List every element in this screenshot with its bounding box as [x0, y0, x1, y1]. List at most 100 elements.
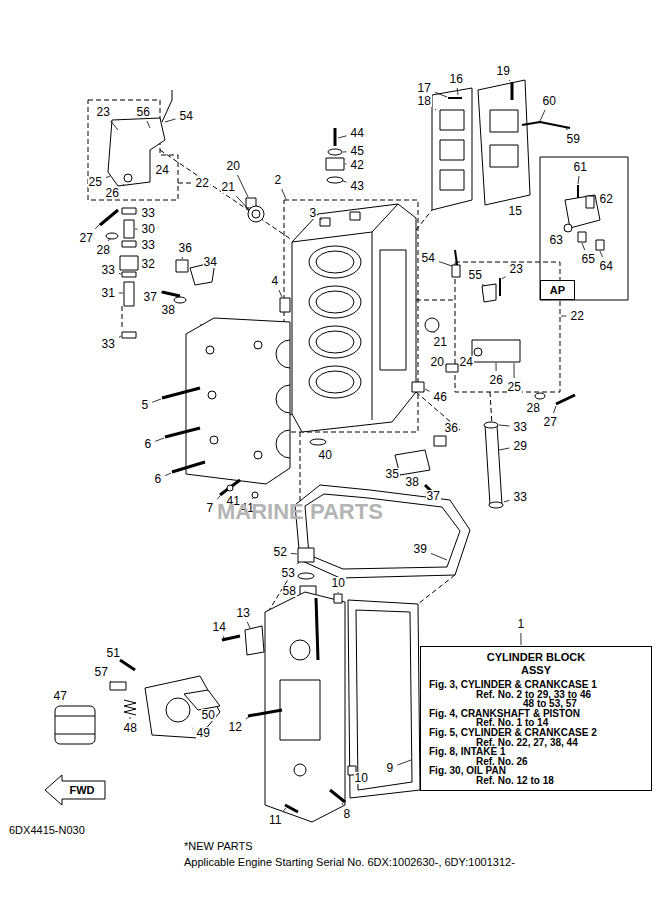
callout-number: 40 — [318, 449, 333, 461]
callout-number: 49 — [196, 727, 211, 739]
leader-line — [582, 243, 585, 250]
callout-number: 25 — [88, 176, 103, 188]
leader-line — [223, 636, 225, 638]
table-row: Fig. 30, OIL PAN — [421, 766, 647, 776]
leader-line — [236, 196, 249, 210]
callout-number: 44 — [350, 127, 365, 139]
leader-line — [161, 292, 162, 294]
table-row: 48 to 53, 57 — [421, 699, 647, 709]
leader-line — [578, 176, 579, 184]
leader-line — [540, 110, 545, 121]
leader-line — [123, 184, 124, 186]
leader-line — [192, 728, 194, 729]
leader-line — [600, 251, 603, 257]
callout-number: 33 — [101, 338, 116, 350]
leader-line — [431, 553, 447, 560]
note-text: 6DX4415-N030 — [8, 825, 86, 836]
table-row: Ref. No. 22, 27, 38, 44 — [421, 738, 647, 748]
callout-number: 21 — [221, 181, 236, 193]
table-row: Ref. No. 2 to 29, 33 to 46 — [421, 690, 647, 700]
callout-number: 60 — [542, 95, 557, 107]
table-row: Fig. 5, CYLINDER & CRANKCASE 2 — [421, 728, 647, 738]
leader-line — [135, 229, 138, 230]
callout-number: 10 — [354, 772, 369, 784]
callout-number: 50 — [201, 709, 216, 721]
callout-number: 19 — [496, 65, 511, 77]
leader-line — [137, 244, 139, 245]
callout-number: 36 — [178, 242, 193, 254]
callout-number: 14 — [212, 621, 227, 633]
callout-number: 6 — [144, 438, 153, 450]
callout-number: 52 — [273, 546, 288, 558]
leader-line — [110, 681, 111, 682]
leader-line — [499, 425, 510, 426]
callout-number: 11 — [268, 814, 282, 826]
leader-line — [343, 151, 347, 152]
table-heading: ASSY — [421, 664, 647, 677]
callout-number: 61 — [573, 161, 588, 173]
leader-line — [439, 262, 452, 266]
callout-number: 38 — [405, 476, 420, 488]
callout-number: 35 — [385, 468, 400, 480]
leader-line — [338, 136, 347, 138]
note-text: *NEW PARTS — [183, 841, 254, 852]
callout-number: 21 — [433, 336, 448, 348]
leader-line — [106, 176, 110, 178]
leader-line — [130, 717, 131, 719]
callout-number: 7 — [206, 502, 215, 514]
callout-number: 48 — [123, 722, 138, 734]
leader-line — [147, 121, 150, 128]
callout-number: 38 — [161, 304, 176, 316]
table-row: Fig. 3, CYLINDER & CRANKCASE 1 — [421, 680, 647, 690]
table-row: Ref. No. 12 to 18 — [421, 776, 647, 786]
callout-number: 33 — [513, 491, 528, 503]
callout-number: 17 — [417, 82, 432, 94]
note-text: FWD — [69, 785, 96, 796]
callout-number: 55 — [468, 269, 483, 281]
leader-line — [435, 109, 436, 111]
leader-line — [345, 164, 347, 165]
leader-line — [238, 175, 249, 197]
callout-number: 33 — [513, 421, 528, 433]
leader-line — [338, 592, 339, 593]
watermark: MARINE PARTS — [216, 501, 384, 523]
callout-number: 63 — [549, 234, 564, 246]
table-row: Fig. 8, INTAKE 1 — [421, 747, 647, 757]
callout-number: 53 — [281, 567, 296, 579]
leader-line — [397, 760, 411, 765]
table-heading: CYLINDER BLOCK — [421, 651, 647, 664]
callout-number: 56 — [136, 106, 151, 118]
callout-number: 42 — [350, 159, 365, 171]
callout-number: 31 — [101, 287, 116, 299]
table-row: Fig. 4, CRANKSHAFT & PISTON — [421, 709, 647, 719]
inset-label: AP — [550, 285, 565, 296]
callout-number: 16 — [449, 73, 464, 85]
callout-number: 8 — [343, 808, 352, 820]
leader-line — [217, 496, 220, 499]
leader-line — [246, 716, 250, 719]
leader-line — [504, 500, 510, 502]
leader-line — [502, 277, 506, 280]
callout-number: 65 — [581, 253, 596, 265]
callout-number: 54 — [421, 252, 436, 264]
callout-number: 33 — [141, 207, 156, 219]
callout-number: 33 — [141, 239, 156, 251]
leader-line — [111, 121, 118, 130]
leader-line — [282, 189, 286, 199]
leader-line — [247, 622, 250, 628]
leader-line — [152, 399, 161, 402]
leader-line — [509, 80, 511, 81]
callout-number: 46 — [433, 391, 448, 403]
leader-line — [457, 88, 459, 95]
callout-number: 58 — [282, 585, 297, 597]
callout-number: 23 — [509, 263, 524, 275]
assembly-table: CYLINDER BLOCKASSY Fig. 3, CYLINDER & CRA… — [420, 646, 652, 791]
leader-line — [252, 498, 254, 499]
callout-number: 10 — [331, 577, 346, 589]
callout-number: 20 — [430, 356, 445, 368]
leader-line — [566, 128, 567, 130]
callout-number: 13 — [236, 607, 251, 619]
leader-line — [95, 224, 100, 229]
leader-line — [283, 808, 286, 811]
